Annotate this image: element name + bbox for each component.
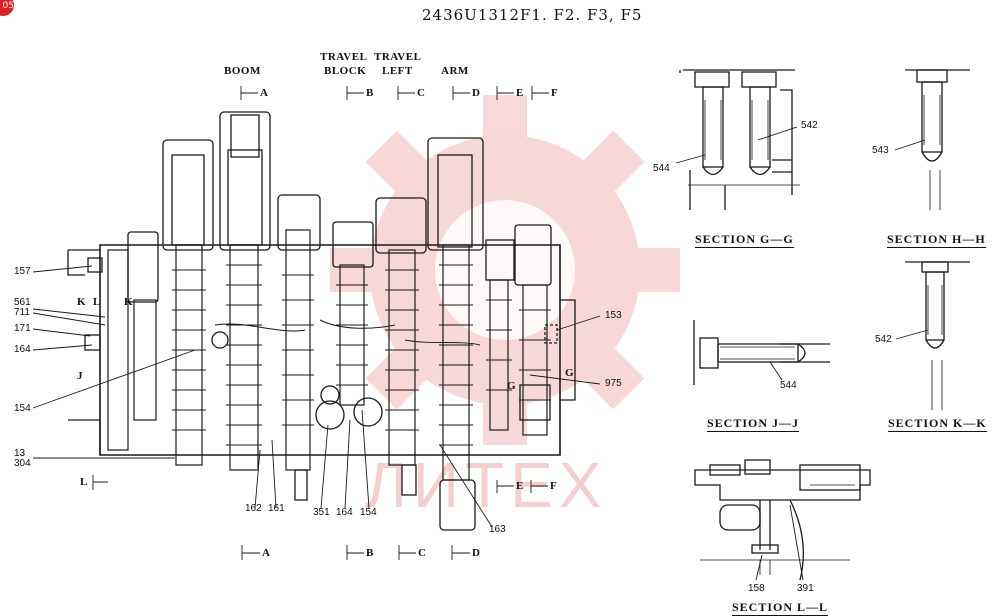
- cut-marker-j: J: [77, 370, 83, 382]
- cut-marker-b-top: B: [366, 87, 374, 99]
- callout-544-gg: 544: [653, 163, 670, 174]
- header-travel-left-line1: TRAVEL: [374, 51, 422, 63]
- callout-542-gg: 542: [801, 120, 818, 131]
- cut-marker-e-top: E: [516, 87, 524, 99]
- corner-badge: 05: [0, 0, 14, 16]
- callout-164-bottom: 164: [336, 507, 353, 518]
- callout-154-left: 154: [14, 403, 31, 414]
- callout-391: 391: [797, 583, 814, 594]
- cut-marker-k-left: K: [77, 296, 86, 308]
- callout-163: 163: [489, 524, 506, 535]
- section-title-h-h: SECTION H—H: [887, 232, 986, 248]
- cut-marker-e-mid: E: [516, 480, 524, 492]
- section-title-j-j: SECTION J—J: [707, 416, 800, 432]
- cut-marker-d-top: D: [472, 87, 480, 99]
- callout-544-jj: 544: [780, 380, 797, 391]
- header-arm: ARM: [441, 65, 469, 77]
- callout-153: 153: [605, 310, 622, 321]
- callout-975: 975: [605, 378, 622, 389]
- drawing-title: 2436U1312F1. F2. F3, F5: [422, 6, 643, 24]
- section-title-l-l: SECTION L—L: [732, 600, 829, 616]
- cut-marker-f-top: F: [551, 87, 558, 99]
- cut-marker-d-bottom: D: [472, 547, 480, 559]
- header-travel-block-line2: BLOCK: [324, 65, 367, 77]
- cut-marker-a-bottom: A: [262, 547, 270, 559]
- cut-marker-l-upper: L: [93, 296, 101, 308]
- callout-13: 13: [14, 448, 26, 459]
- cut-marker-c-top: C: [417, 87, 425, 99]
- section-title-g-g: SECTION G—G: [695, 232, 794, 248]
- cut-marker-f-mid: F: [550, 480, 557, 492]
- callout-162: 162: [245, 503, 262, 514]
- watermark-text: ЛИТЕХ: [365, 449, 608, 521]
- callout-304: 304: [14, 458, 31, 469]
- section-title-k-k: SECTION K—K: [888, 416, 987, 432]
- callout-171: 171: [14, 323, 31, 334]
- cut-marker-g-left: G: [507, 380, 516, 392]
- callout-351: 351: [313, 507, 330, 518]
- callout-158: 158: [748, 583, 765, 594]
- callout-164-left: 164: [14, 344, 31, 355]
- cut-marker-c-bottom: C: [418, 547, 426, 559]
- callout-543: 543: [872, 145, 889, 156]
- header-travel-block-line1: TRAVEL: [320, 51, 368, 63]
- header-boom: BOOM: [224, 65, 261, 77]
- callout-711: 711: [14, 307, 30, 318]
- callout-561: 561: [14, 297, 31, 308]
- cut-marker-b-bottom: B: [366, 547, 374, 559]
- cut-marker-a-top: A: [260, 87, 268, 99]
- callout-161: 161: [268, 503, 285, 514]
- cut-marker-k-right: K: [124, 296, 133, 308]
- callout-157: 157: [14, 266, 31, 277]
- header-travel-left-line2: LEFT: [382, 65, 413, 77]
- cut-marker-g-right: G: [565, 367, 574, 379]
- callout-542-kk: 542: [875, 334, 892, 345]
- callout-154-bottom: 154: [360, 507, 377, 518]
- cut-marker-l-lower: L: [80, 476, 88, 488]
